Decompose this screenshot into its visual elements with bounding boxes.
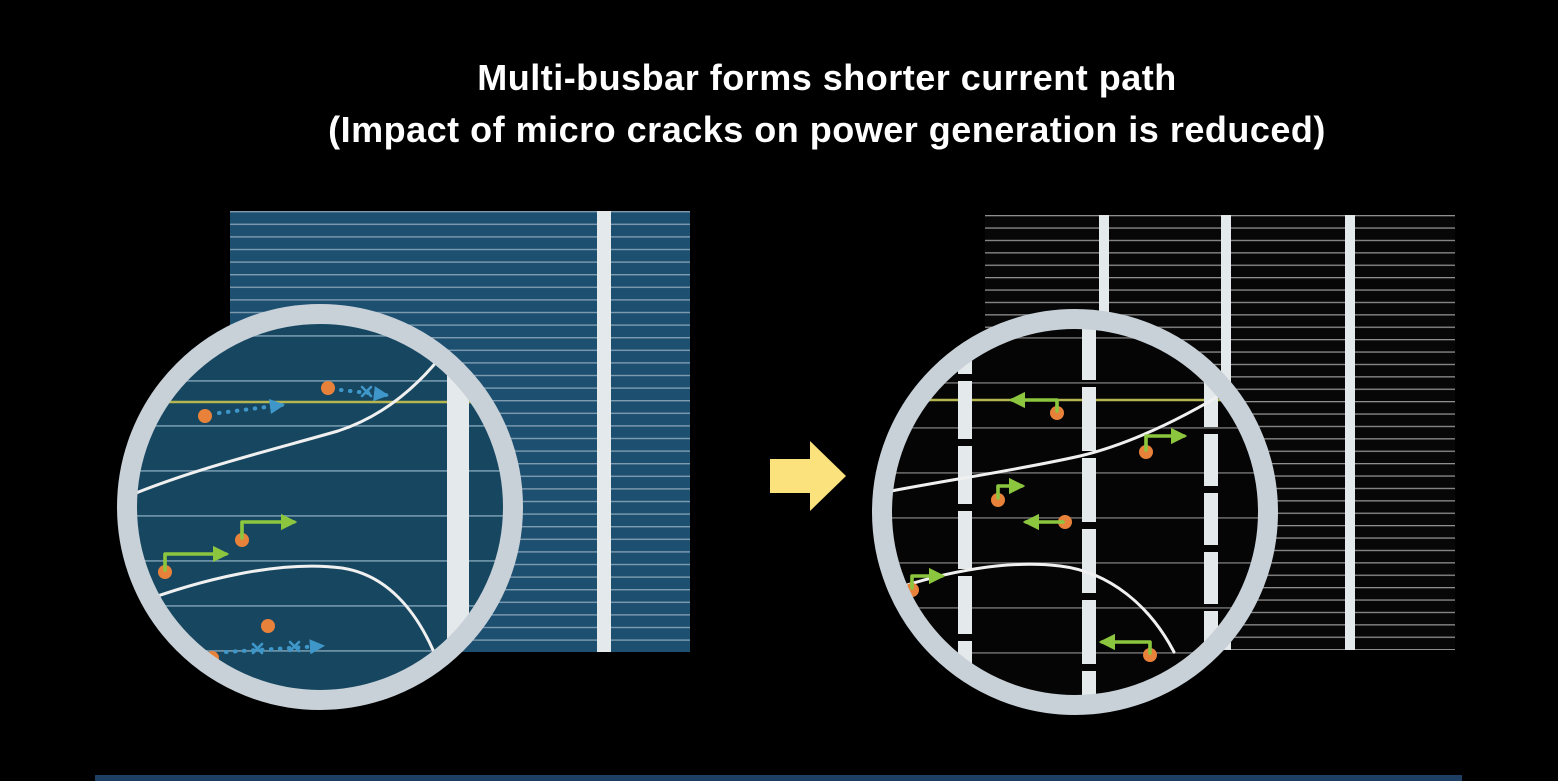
left-magnifier-content [136, 323, 504, 691]
electron-dot [991, 493, 1005, 507]
magnifier-ring [872, 309, 1278, 715]
blocked-path-x-icon [288, 640, 301, 653]
electron-dot [1143, 648, 1157, 662]
short-current-path-arrow [1098, 633, 1152, 655]
long-current-path-arrow [339, 386, 390, 402]
magnified-busbar [447, 323, 469, 691]
blocked-path-x-icon [251, 642, 264, 655]
short-current-path-arrow [240, 513, 298, 540]
title-line-2: (Impact of micro cracks on power generat… [328, 109, 1326, 150]
short-current-path-arrow [1144, 427, 1188, 452]
busbar [597, 211, 611, 652]
magnified-fingers [136, 323, 504, 691]
left-magnifier [117, 304, 523, 710]
short-current-path-arrow [910, 567, 946, 590]
electron-dot [261, 619, 275, 633]
long-current-path-arrow [224, 639, 326, 655]
micro-crack-upper [136, 348, 448, 499]
magnified-fingers [891, 328, 1259, 696]
magnifier-ring [117, 304, 523, 710]
title-line-1: Multi-busbar forms shorter current path [477, 57, 1177, 98]
micro-crack-lower [136, 564, 435, 652]
electron-dot [235, 533, 249, 547]
short-current-path-arrow [1008, 391, 1059, 413]
electron-dot [321, 381, 335, 395]
electron-dot [1050, 406, 1064, 420]
right-magnifier-content [891, 328, 1259, 696]
cropped-bottom-bar [95, 775, 1462, 781]
short-current-path-arrow [163, 545, 230, 572]
micro-crack-upper [891, 386, 1234, 494]
transition-arrow-icon [770, 441, 846, 511]
electron-dot [1058, 515, 1072, 529]
electron-dot [198, 409, 212, 423]
electron-dot [158, 565, 172, 579]
short-current-path-arrow [996, 477, 1026, 500]
long-current-path-arrow [217, 398, 286, 415]
diagram-title: Multi-busbar forms shorter current path … [96, 52, 1558, 156]
right-magnifier [872, 309, 1278, 715]
blocked-path-x-icon [360, 385, 373, 398]
busbar [1345, 215, 1355, 650]
electron-dot [1139, 445, 1153, 459]
